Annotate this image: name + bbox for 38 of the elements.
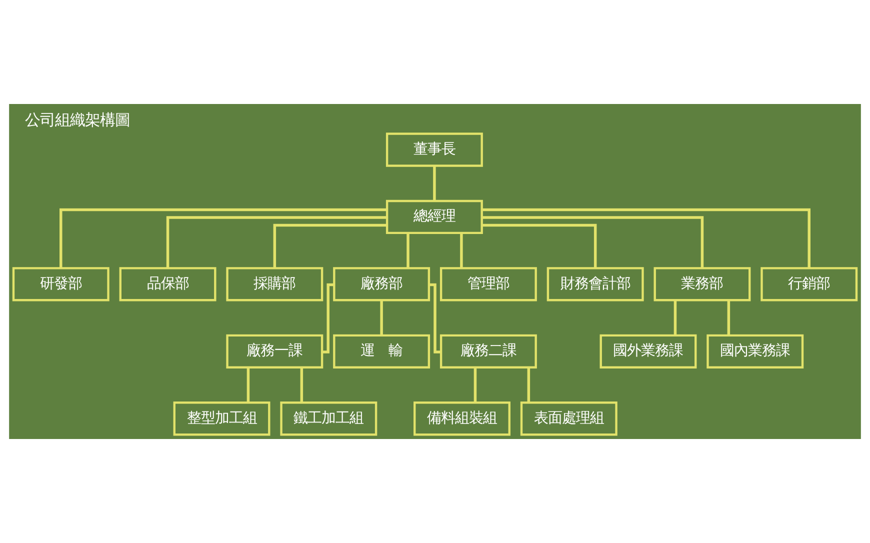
connector	[380, 300, 383, 336]
connector	[322, 283, 334, 354]
node-box: 鐵工加工組	[280, 402, 378, 436]
connector	[727, 300, 730, 336]
node-box: 運 輸	[333, 334, 430, 368]
node-box: 國外業務課	[600, 334, 697, 368]
node-box: 行銷部	[760, 267, 858, 302]
connector	[300, 368, 304, 402]
connector	[674, 300, 677, 336]
node-box: 表面處理組	[520, 402, 618, 436]
node-box: 採購部	[226, 267, 324, 302]
node-box: 整型加工組	[173, 402, 270, 436]
node-box: 國內業務課	[706, 334, 804, 368]
node-box: 研發部	[12, 267, 110, 302]
connector	[474, 368, 477, 402]
node-box: 品保部	[119, 267, 216, 302]
connector	[406, 233, 410, 268]
connector	[166, 216, 387, 268]
node-box: 總經理	[386, 200, 483, 234]
diagram-title: 公司組織架構圖	[24, 111, 130, 130]
connector	[482, 208, 810, 268]
node-box: 董事長	[386, 132, 483, 167]
connector	[482, 224, 597, 268]
connector	[60, 208, 387, 268]
node-box: 廠務一課	[226, 334, 324, 368]
node-box: 備料組裝組	[414, 402, 510, 436]
connector	[273, 224, 387, 268]
node-box: 業務部	[654, 267, 751, 302]
connector	[246, 368, 250, 402]
connector	[460, 233, 463, 268]
connector	[433, 166, 436, 201]
node-box: 管理部	[440, 267, 537, 302]
connector	[482, 216, 704, 268]
node-box: 廠務二課	[440, 334, 537, 368]
node-box: 財務會計部	[546, 267, 644, 302]
connector	[429, 283, 441, 354]
node-box: 廠務部	[333, 267, 430, 302]
connector	[527, 368, 530, 402]
